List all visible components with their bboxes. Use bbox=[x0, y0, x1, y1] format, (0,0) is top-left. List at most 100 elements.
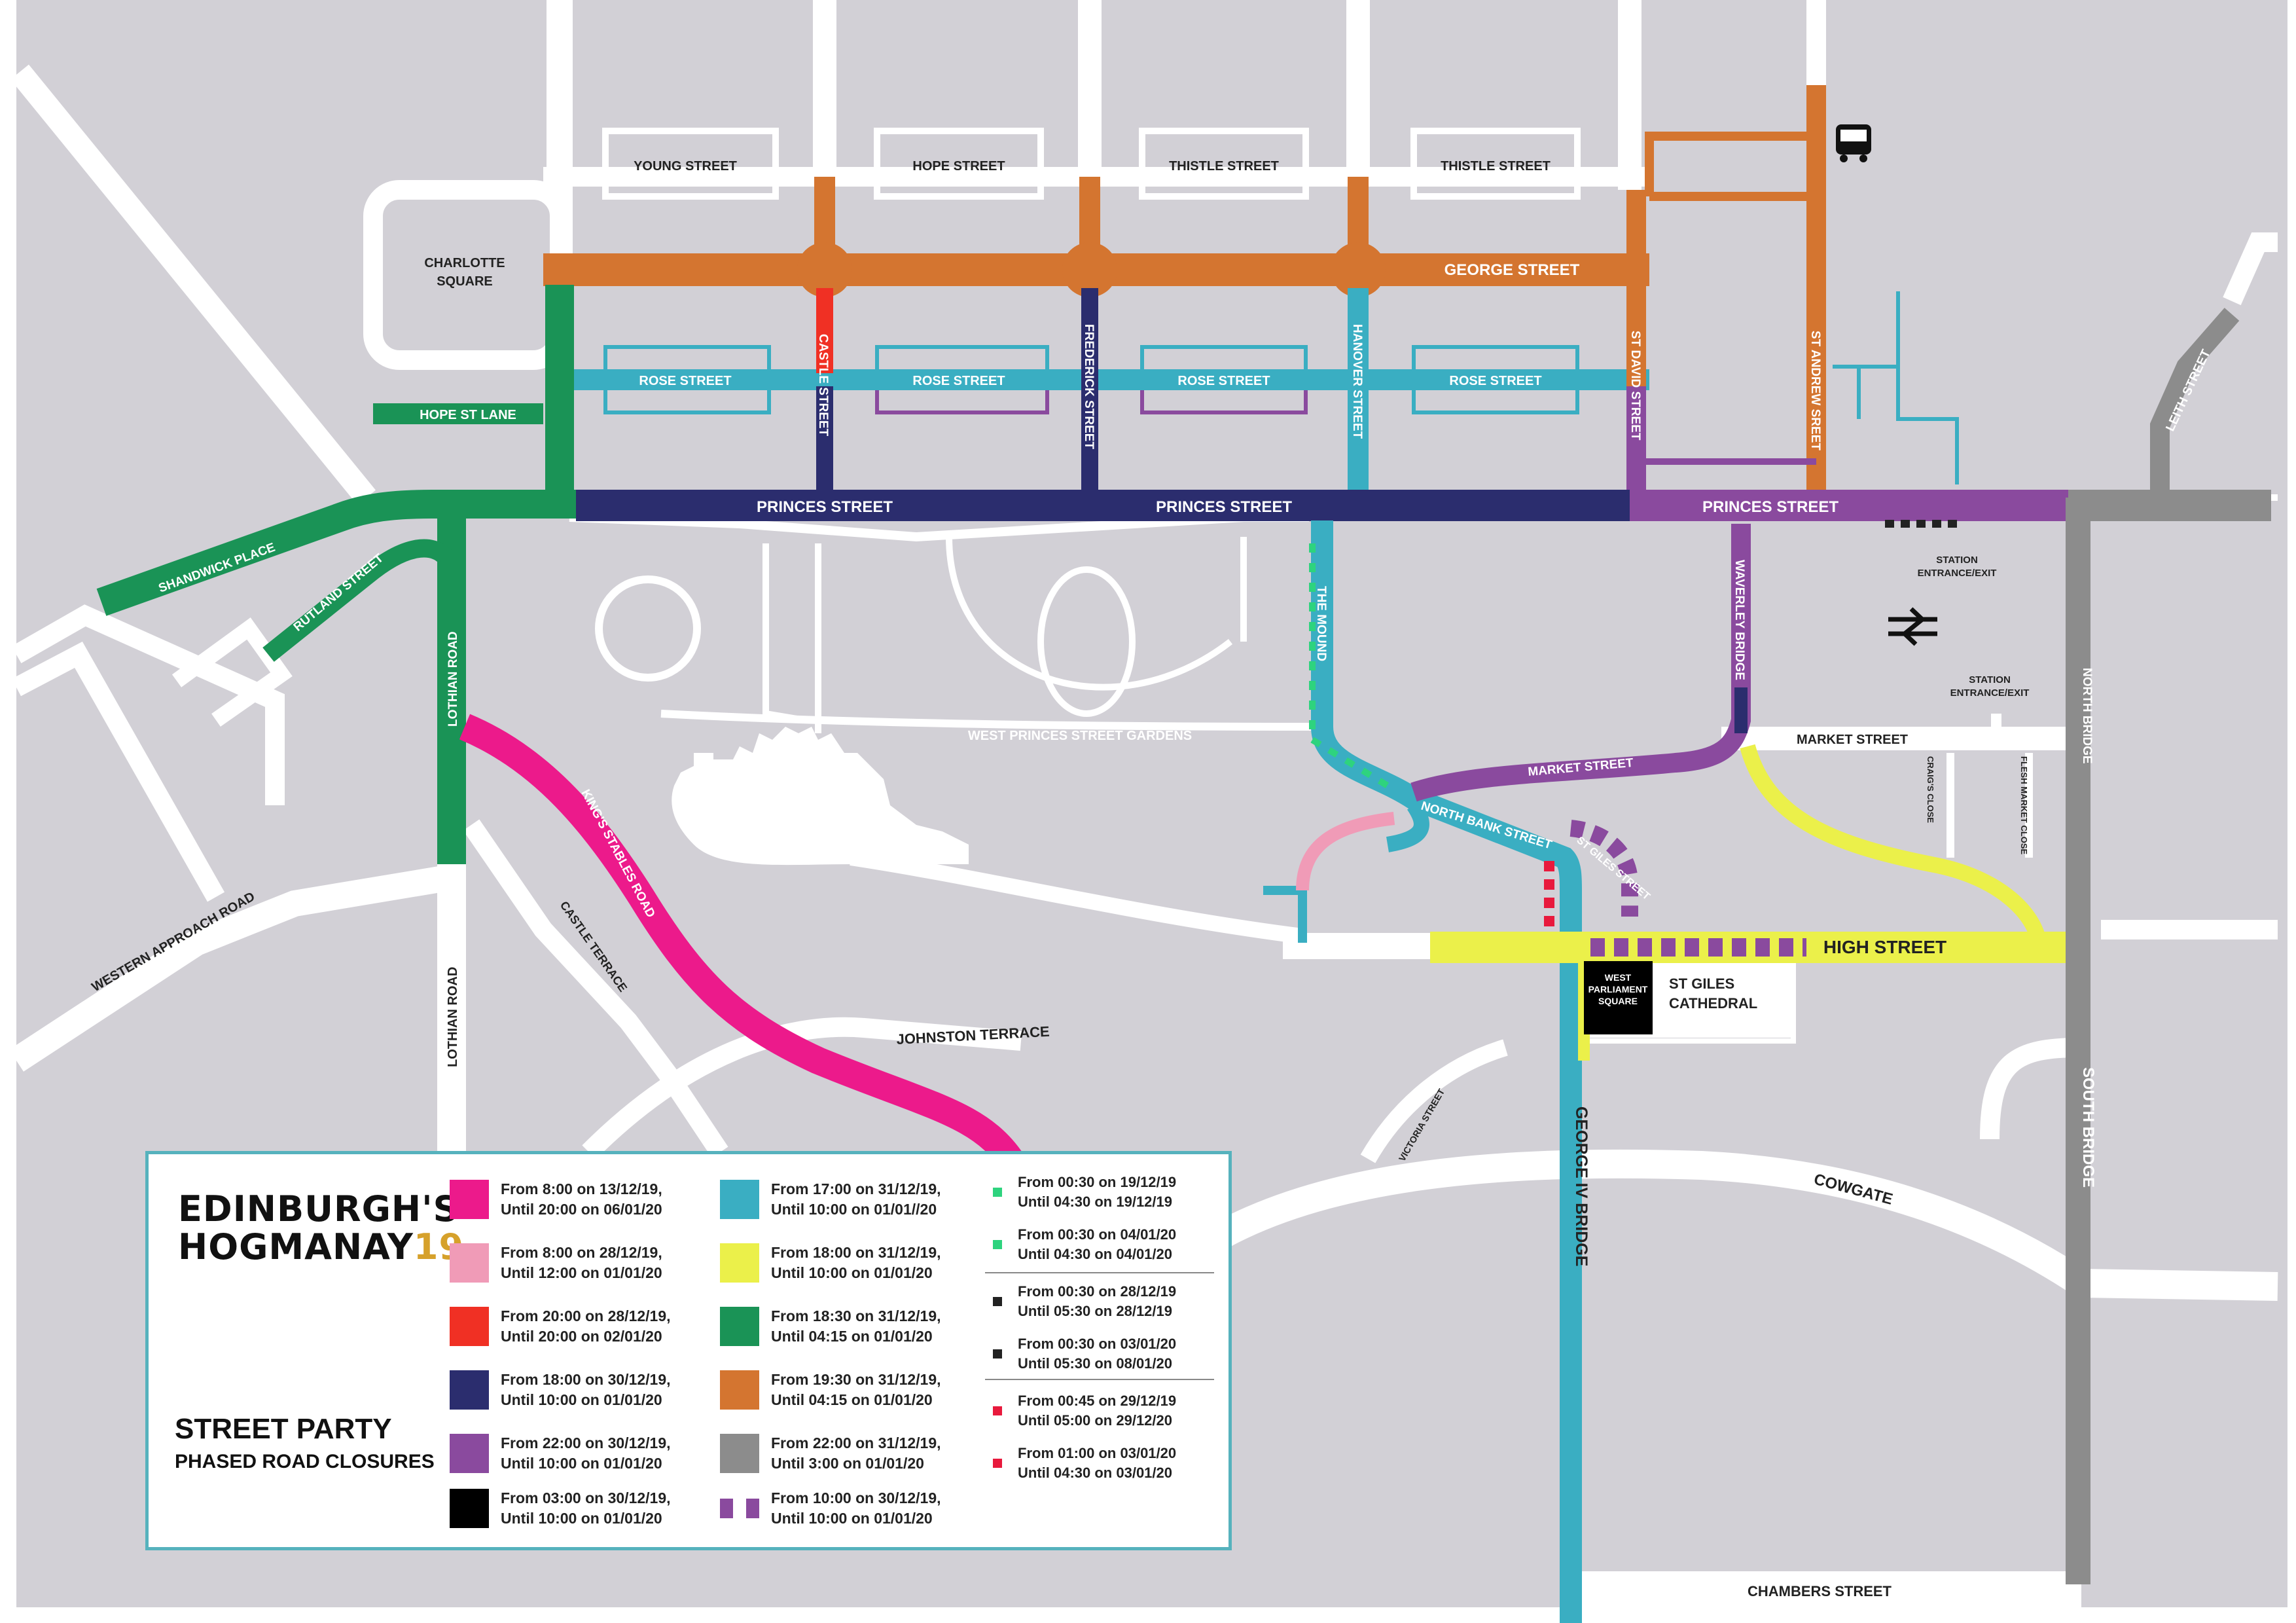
princes-street-label: PRINCES STREET bbox=[1156, 498, 1292, 516]
young-street-label: YOUNG STREET bbox=[634, 159, 737, 173]
st-giles-street-closure bbox=[1570, 820, 1638, 917]
thistle-street-label: THISTLE STREET bbox=[1169, 159, 1279, 173]
legend-item-text: From 19:30 on 31/12/19, Until 04:15 on 0… bbox=[771, 1371, 941, 1408]
legend-swatch bbox=[450, 1434, 489, 1473]
legend-title: STREET PARTY bbox=[175, 1413, 392, 1445]
legend-item-text: From 03:00 on 30/12/19, Until 10:00 on 0… bbox=[501, 1489, 671, 1527]
legend-item: From 20:00 on 28/12/19, Until 20:00 on 0… bbox=[450, 1306, 671, 1347]
legend-swatch bbox=[720, 1180, 759, 1219]
legend-item: From 18:00 on 30/12/19, Until 10:00 on 0… bbox=[450, 1370, 671, 1410]
legend-swatch bbox=[720, 1307, 759, 1346]
legend-night-item-text: From 00:30 on 03/01/20 Until 05:30 on 08… bbox=[1018, 1336, 1177, 1372]
george-street-label: GEORGE STREET bbox=[1444, 261, 1580, 279]
legend-subtitle: PHASED ROAD CLOSURES bbox=[175, 1451, 435, 1472]
rose-street-closures bbox=[569, 345, 1649, 414]
west-parliament-square-block bbox=[1584, 961, 1653, 1034]
legend-swatch bbox=[450, 1243, 489, 1283]
craigs-close-label: CRAIG'S CLOSE bbox=[1926, 756, 1935, 823]
legend-dash-swatch bbox=[993, 1349, 1002, 1359]
hope-street-label: HOPE STREET bbox=[912, 159, 1005, 173]
legend-swatch bbox=[720, 1243, 759, 1283]
legend-swatch bbox=[450, 1307, 489, 1346]
bridges-closure bbox=[2066, 308, 2271, 1584]
lothian-road-label: LOTHIAN ROAD bbox=[446, 631, 460, 727]
hanover-street-label: HANOVER STREET bbox=[1350, 324, 1364, 439]
waverley-bridge-label: WAVERLEY BRIDGE bbox=[1732, 560, 1746, 680]
legend-item: From 03:00 on 30/12/19, Until 10:00 on 0… bbox=[450, 1488, 671, 1529]
green-closures bbox=[96, 285, 576, 864]
george-iv-bridge-label: GEORGE IV BRIDGE bbox=[1572, 1106, 1590, 1266]
legend-item-text: From 20:00 on 28/12/19, Until 20:00 on 0… bbox=[501, 1307, 671, 1345]
legend-night-item: From 00:30 on 04/01/20 Until 04:30 on 04… bbox=[993, 1225, 1176, 1264]
george-street-closure bbox=[543, 85, 1826, 498]
kings-stables-road-closure bbox=[459, 714, 1026, 1173]
south-bridge-label: SOUTH BRIDGE bbox=[2079, 1067, 2097, 1188]
rose-street-label: ROSE STREET bbox=[639, 374, 731, 388]
market-street-closure bbox=[1410, 524, 1751, 802]
legend-separator bbox=[985, 1272, 1214, 1273]
legend-item: From 19:30 on 31/12/19, Until 04:15 on 0… bbox=[720, 1370, 941, 1410]
legend-dash-swatch bbox=[993, 1240, 1002, 1249]
legend-item-text: From 10:00 on 30/12/19, Until 10:00 on 0… bbox=[771, 1489, 941, 1527]
legend-swatch bbox=[720, 1499, 759, 1518]
st-andrew-street-label: ST ANDREW SREET bbox=[1808, 331, 1822, 450]
st-andrew-square-closures bbox=[1833, 291, 1959, 484]
rose-street-label: ROSE STREET bbox=[1177, 374, 1270, 388]
legend-night-item-text: From 00:45 on 29/12/19 Until 05:00 on 29… bbox=[1018, 1393, 1177, 1429]
west-princes-street-gardens-label: WEST PRINCES STREET GARDENS bbox=[968, 729, 1192, 743]
legend-night-item-text: From 00:30 on 04/01/20 Until 04:30 on 04… bbox=[1018, 1226, 1177, 1262]
legend-item-text: From 18:00 on 30/12/19, Until 10:00 on 0… bbox=[501, 1371, 671, 1408]
legend-night-item: From 01:00 on 03/01/20 Until 04:30 on 03… bbox=[993, 1444, 1176, 1483]
legend-item-text: From 17:00 on 31/12/19, Until 10:00 on 0… bbox=[771, 1180, 941, 1218]
legend-dash-swatch bbox=[993, 1459, 1002, 1468]
legend-item: From 18:30 on 31/12/19, Until 04:15 on 0… bbox=[720, 1306, 941, 1347]
legend-night-item-text: From 00:30 on 19/12/19 Until 04:30 on 19… bbox=[1018, 1174, 1177, 1210]
legend-dash-swatch bbox=[993, 1188, 1002, 1197]
logo-line-2: HOGMANAY bbox=[178, 1226, 414, 1267]
st-david-street-closure bbox=[1626, 386, 1816, 507]
market-street-label: MARKET STREET bbox=[1797, 733, 1908, 747]
legend-item-text: From 22:00 on 30/12/19, Until 10:00 on 0… bbox=[501, 1434, 671, 1472]
the-mound-label: THE MOUND bbox=[1314, 586, 1328, 661]
flesh-market-close-label: FLESH MARKET CLOSE bbox=[2019, 756, 2029, 855]
pink-ramp-closure bbox=[1296, 812, 1395, 891]
rose-street-label: ROSE STREET bbox=[912, 374, 1005, 388]
legend-item: From 8:00 on 28/12/19, Until 12:00 on 01… bbox=[450, 1243, 662, 1283]
princes-street-label: PRINCES STREET bbox=[1702, 498, 1839, 516]
legend-dash-swatch bbox=[993, 1297, 1002, 1306]
legend-item-text: From 18:30 on 31/12/19, Until 04:15 on 0… bbox=[771, 1307, 941, 1345]
legend-swatch bbox=[450, 1489, 489, 1528]
bus-icon bbox=[1836, 124, 1871, 162]
legend-item-text: From 8:00 on 13/12/19, Until 20:00 on 06… bbox=[501, 1180, 662, 1218]
legend-item: From 8:00 on 13/12/19, Until 20:00 on 06… bbox=[450, 1179, 662, 1220]
legend-night-item: From 00:30 on 28/12/19 Until 05:30 on 28… bbox=[993, 1282, 1176, 1321]
north-bridge-label: NORTH BRIDGE bbox=[2080, 668, 2094, 764]
princes-street-label: PRINCES STREET bbox=[757, 498, 893, 516]
logo-line-1: EDINBURGH'S bbox=[178, 1188, 459, 1230]
legend-panel: EDINBURGH'S HOGMANAY19 STREET PARTY PHAS… bbox=[145, 1151, 1232, 1550]
legend-item-text: From 22:00 on 31/12/19, Until 3:00 on 01… bbox=[771, 1434, 941, 1472]
legend-item-text: From 8:00 on 28/12/19, Until 12:00 on 01… bbox=[501, 1244, 662, 1281]
castle-icon bbox=[672, 727, 969, 866]
legend-night-item-text: From 01:00 on 03/01/20 Until 04:30 on 03… bbox=[1018, 1445, 1177, 1481]
legend-item: From 10:00 on 30/12/19, Until 10:00 on 0… bbox=[720, 1488, 941, 1529]
high-street-label: HIGH STREET bbox=[1823, 937, 1946, 957]
thistle-street-label: THISTLE STREET bbox=[1441, 159, 1551, 173]
legend-item: From 17:00 on 31/12/19, Until 10:00 on 0… bbox=[720, 1179, 941, 1220]
princes-street-closure bbox=[576, 490, 2072, 528]
chambers-street-label: CHAMBERS STREET bbox=[1748, 1583, 1892, 1599]
event-logo: EDINBURGH'S HOGMANAY19 bbox=[178, 1190, 464, 1266]
mound-night-closure bbox=[1309, 543, 1390, 789]
legend-dash-swatch bbox=[993, 1406, 1002, 1415]
legend-swatch bbox=[720, 1434, 759, 1473]
frederick-street-label: FREDERICK STREET bbox=[1082, 324, 1096, 449]
hope-st-lane-label: HOPE ST LANE bbox=[420, 408, 516, 422]
legend-swatch bbox=[450, 1180, 489, 1219]
legend-night-item-text: From 00:30 on 28/12/19 Until 05:30 on 28… bbox=[1018, 1283, 1177, 1319]
